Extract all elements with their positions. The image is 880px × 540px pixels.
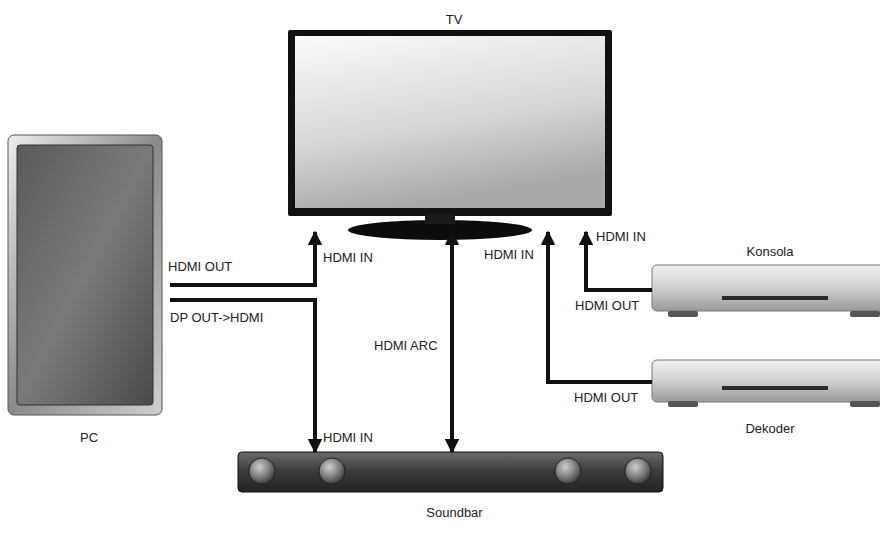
pc-drawing — [8, 135, 162, 415]
console-drawing — [652, 265, 880, 317]
node-label: TV — [288, 12, 620, 27]
console-node: Konsola — [652, 242, 880, 318]
soundbar-node: Soundbar — [238, 452, 671, 522]
node-label: Soundbar — [238, 505, 671, 520]
pc-node: PC — [8, 135, 170, 447]
port-label: HDMI IN — [596, 229, 646, 244]
cable-label: HDMI OUT — [168, 259, 232, 274]
cable-label: DP OUT->HDMI — [170, 310, 263, 325]
decoder-node: Dekoder — [652, 360, 880, 438]
hdmi-cable — [170, 232, 315, 285]
port-label: HDMI IN — [484, 247, 534, 262]
tv-drawing — [288, 30, 612, 240]
hdmi-cable — [548, 232, 652, 382]
node-label: PC — [8, 430, 170, 445]
node-label: Konsola — [652, 244, 880, 259]
soundbar-drawing — [238, 452, 663, 492]
cable-label: HDMI ARC — [374, 338, 438, 353]
tv-node: TV — [288, 10, 620, 232]
cable-label: HDMI OUT — [575, 298, 639, 313]
hdmi-cable — [450, 232, 454, 452]
cable-label: HDMI OUT — [574, 390, 638, 405]
port-label: HDMI IN — [323, 250, 373, 265]
decoder-drawing — [652, 360, 880, 407]
node-label: Dekoder — [652, 421, 880, 436]
port-label: HDMI IN — [323, 430, 373, 445]
hdmi-cable — [170, 300, 315, 452]
